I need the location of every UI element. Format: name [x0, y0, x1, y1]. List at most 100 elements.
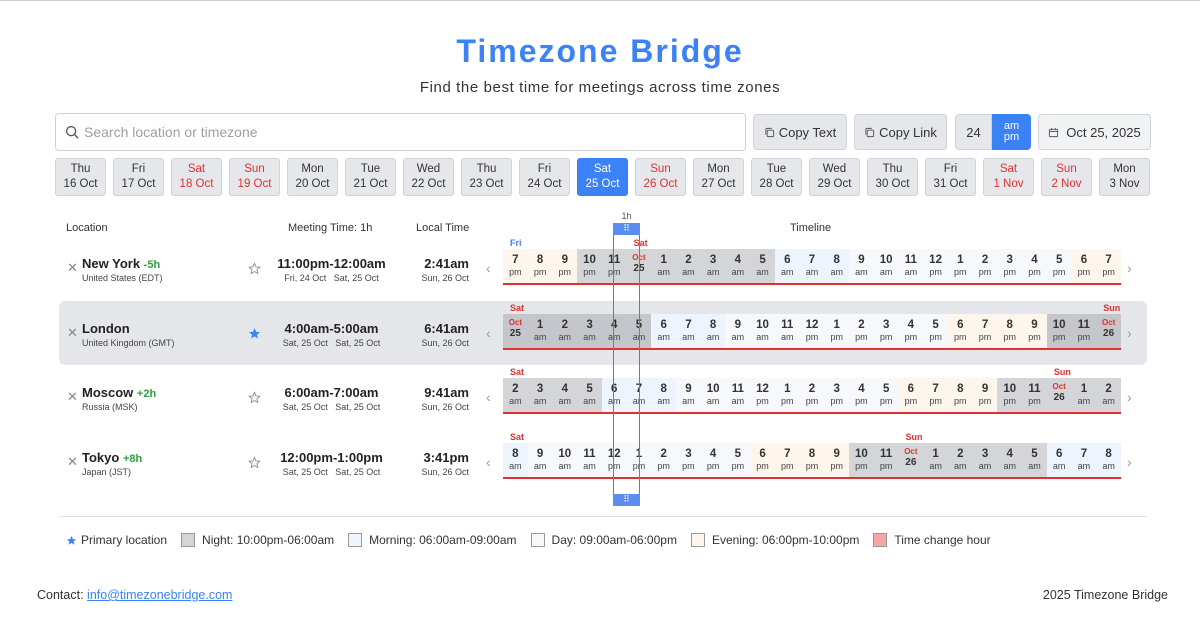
copy-text-button[interactable]: Copy Text [753, 114, 847, 150]
chevron-left-icon[interactable]: ‹ [486, 454, 491, 470]
copy-link-button[interactable]: Copy Link [854, 114, 947, 150]
contact-email-link[interactable]: info@timezonebridge.com [87, 588, 233, 602]
format-ampm-button[interactable]: am pm [992, 114, 1031, 150]
chevron-left-icon[interactable]: ‹ [486, 325, 491, 341]
star-outline-icon[interactable] [248, 456, 261, 469]
chevron-left-icon[interactable]: ‹ [486, 260, 491, 276]
format-24h-button[interactable]: 24 [955, 114, 992, 150]
drag-handle-bottom[interactable]: ⠿ [613, 494, 640, 506]
star-outline-icon[interactable] [248, 262, 261, 275]
meeting-selection-range[interactable] [613, 223, 640, 506]
star-outline-icon[interactable] [248, 391, 261, 404]
remove-location-icon[interactable]: ✕ [67, 260, 78, 275]
remove-location-icon[interactable]: ✕ [67, 454, 78, 469]
drag-handle-top[interactable]: ⠿ [613, 223, 640, 235]
